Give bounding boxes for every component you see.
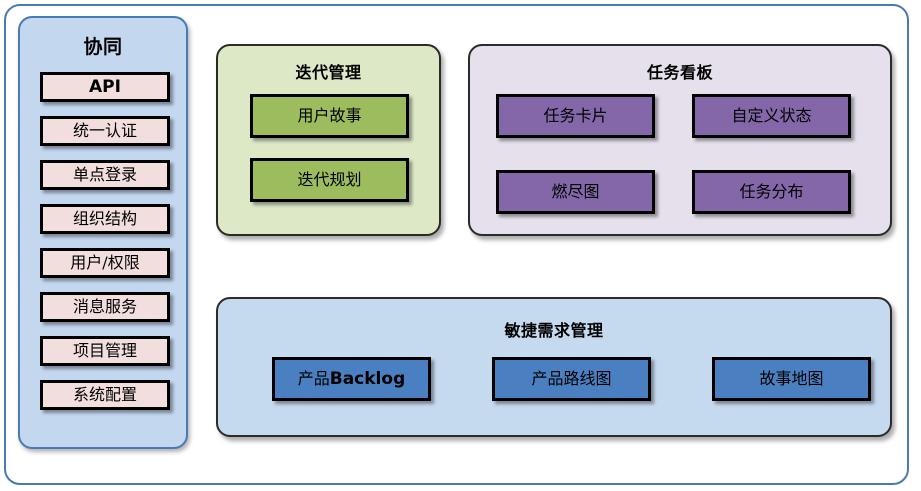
box-story-map[interactable]: 故事地图 [712,357,871,401]
box-custom-status[interactable]: 自定义状态 [692,94,851,138]
sidebar-item-single-sign-on[interactable]: 单点登录 [40,160,170,190]
sidebar-item-api[interactable]: API [40,72,170,102]
task-kanban-panel: 任务看板 任务卡片 自定义状态 燃尽图 任务分布 [468,44,892,236]
box-task-card[interactable]: 任务卡片 [496,94,655,138]
box-user-story[interactable]: 用户故事 [250,94,409,138]
sidebar-item-unified-auth[interactable]: 统一认证 [40,116,170,146]
box-product-backlog-prefix: 产品 [297,369,330,388]
box-product-roadmap[interactable]: 产品路线图 [492,357,651,401]
agile-requirements-title: 敏捷需求管理 [504,321,604,340]
sidebar-item-org-structure[interactable]: 组织结构 [40,204,170,234]
sidebar-panel: 协同 API 统一认证 单点登录 组织结构 用户/权限 消息服务 项目管理 系统… [18,16,188,449]
sidebar-item-system-config[interactable]: 系统配置 [40,380,170,410]
box-iteration-planning[interactable]: 迭代规划 [250,158,409,202]
sidebar-item-project-management[interactable]: 项目管理 [40,336,170,366]
box-burndown-chart[interactable]: 燃尽图 [496,170,655,214]
iteration-management-panel: 迭代管理 用户故事 迭代规划 [216,44,441,236]
iteration-management-title: 迭代管理 [295,63,362,82]
task-kanban-title: 任务看板 [646,63,713,82]
sidebar-item-user-permission[interactable]: 用户/权限 [40,248,170,278]
box-task-distribution[interactable]: 任务分布 [692,170,851,214]
box-product-backlog-latin: Backlog [329,368,406,389]
sidebar-title: 协同 [83,36,123,58]
sidebar-item-message-service[interactable]: 消息服务 [40,292,170,322]
